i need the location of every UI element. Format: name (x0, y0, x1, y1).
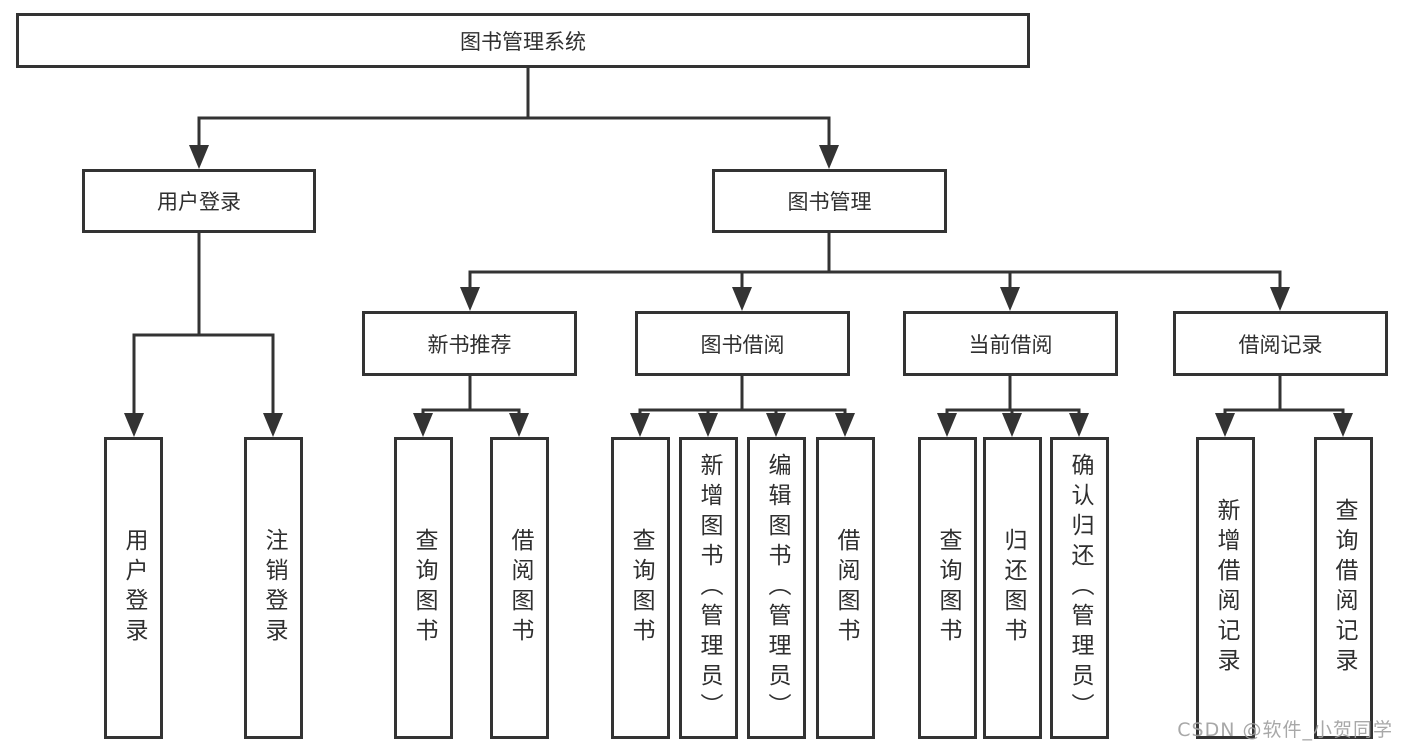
leaf-label: 用户登录 (121, 528, 147, 648)
leaf-borrow-books-recommendation: 借阅图书 (490, 437, 549, 739)
leaf-query-books-current: 查询图书 (918, 437, 977, 739)
node-label: 借阅记录 (1238, 332, 1323, 357)
node-book-borrowing: 图书借阅 (635, 311, 850, 376)
leaf-label: 注销登录 (261, 528, 287, 648)
leaf-label: 编辑图书（管理员） (764, 453, 790, 723)
leaf-label: 新增借阅记录 (1213, 498, 1239, 678)
node-user-login-branch: 用户登录 (82, 169, 316, 233)
leaf-label: 归还图书 (1000, 528, 1026, 648)
node-current-borrowing: 当前借阅 (903, 311, 1118, 376)
leaf-label: 借阅图书 (833, 528, 859, 648)
leaf-query-books-borrowing: 查询图书 (611, 437, 670, 739)
leaf-edit-books-admin: 编辑图书（管理员） (747, 437, 806, 739)
leaf-return-books: 归还图书 (983, 437, 1042, 739)
leaf-add-borrow-record: 新增借阅记录 (1196, 437, 1255, 739)
leaf-confirm-return-admin: 确认归还（管理员） (1050, 437, 1109, 739)
leaf-label: 确认归还（管理员） (1067, 453, 1093, 723)
arrowhead-shapes (124, 145, 1353, 437)
leaf-borrow-books: 借阅图书 (816, 437, 875, 739)
node-borrowing-records: 借阅记录 (1173, 311, 1388, 376)
node-label: 图书管理系统 (460, 29, 586, 54)
leaf-user-login: 用户登录 (104, 437, 163, 739)
node-library-system: 图书管理系统 (16, 13, 1030, 68)
leaf-query-borrow-record: 查询借阅记录 (1314, 437, 1373, 739)
node-label: 当前借阅 (968, 332, 1053, 357)
leaf-logout: 注销登录 (244, 437, 303, 739)
leaf-add-books-admin: 新增图书（管理员） (679, 437, 738, 739)
node-label: 用户登录 (157, 190, 241, 214)
leaf-label: 查询图书 (411, 528, 437, 648)
node-book-management: 图书管理 (712, 169, 947, 233)
watermark-text: CSDN @软件_小贺同学 (1177, 719, 1393, 741)
leaf-label: 借阅图书 (507, 528, 533, 648)
node-label: 新书推荐 (427, 332, 512, 357)
leaf-label: 查询图书 (628, 528, 654, 648)
node-label: 图书借阅 (700, 332, 785, 357)
leaf-label: 查询借阅记录 (1331, 498, 1357, 678)
node-label: 图书管理 (787, 190, 872, 214)
node-new-book-recommendation: 新书推荐 (362, 311, 577, 376)
leaf-label: 查询图书 (935, 528, 961, 648)
leaf-label: 新增图书（管理员） (696, 453, 722, 723)
leaf-query-books-recommendation: 查询图书 (394, 437, 453, 739)
